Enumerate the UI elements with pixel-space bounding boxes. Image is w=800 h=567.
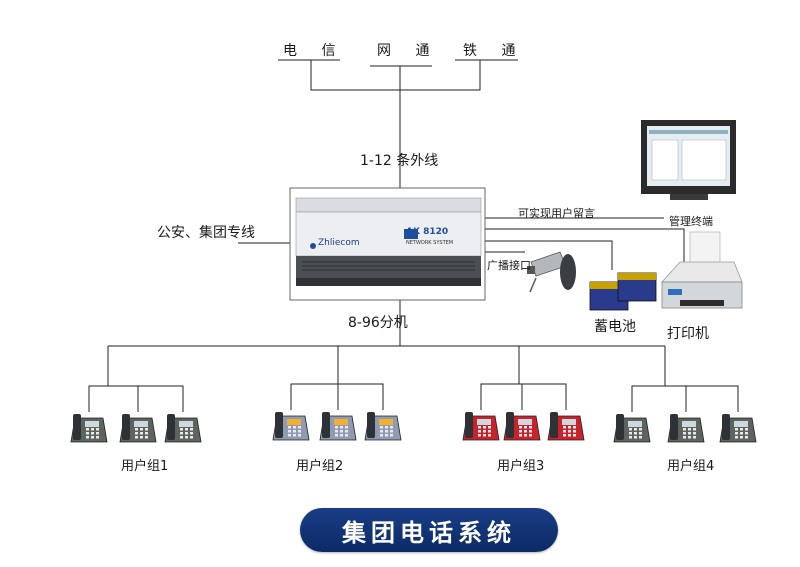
desk-phone-icon [613,414,651,443]
desk-phone-icon [719,414,757,443]
pbx-model-badge: AK 8120 [406,227,449,237]
user-group-label-2: 用户组2 [296,459,344,474]
private-line-label: 公安、集团专线 [157,225,255,241]
terminal-label: 管理终端 [669,215,713,228]
desk-phone-icon [503,412,541,441]
trunk-label: 1-12 条外线 [360,153,439,169]
printer-icon [661,231,743,309]
carrier-label-telecom: 电 信 [283,43,346,59]
extension-label: 8-96分机 [348,315,408,331]
loudspeaker-icon [527,251,576,293]
desk-phone-icon [547,412,585,441]
user-group-label-3: 用户组3 [497,459,545,474]
desk-phone-icon [319,412,357,441]
monitor-icon [641,120,736,200]
battery-icon [589,272,657,311]
pbx-model-sub: NETWORK SYSTEM [406,240,454,246]
desk-phone-icon [667,414,705,443]
title-banner: 集团电话系统 [300,508,558,552]
voicemail-label: 可实现用户留言 [518,207,595,220]
printer-label: 打印机 [667,326,709,342]
desk-phone-icon [164,414,202,443]
user-group-label-1: 用户组1 [121,459,169,474]
desk-phone-icon [364,412,402,441]
diagram-title: 集团电话系统 [342,518,516,547]
pbx-device [295,197,482,286]
user-group-label-4: 用户组4 [667,459,715,474]
pbx-logo: Zhliecom [318,238,360,248]
desk-phone-icon [70,414,108,443]
carrier-label-netcom: 网 通 [377,43,440,59]
desk-phone-icon [119,414,157,443]
carrier-label-railcom: 铁 通 [463,43,526,59]
desk-phone-icon [462,412,500,441]
desk-phone-icon [272,412,310,441]
broadcast-label: 广播接口 [487,259,531,272]
battery-label: 蓄电池 [594,319,636,335]
